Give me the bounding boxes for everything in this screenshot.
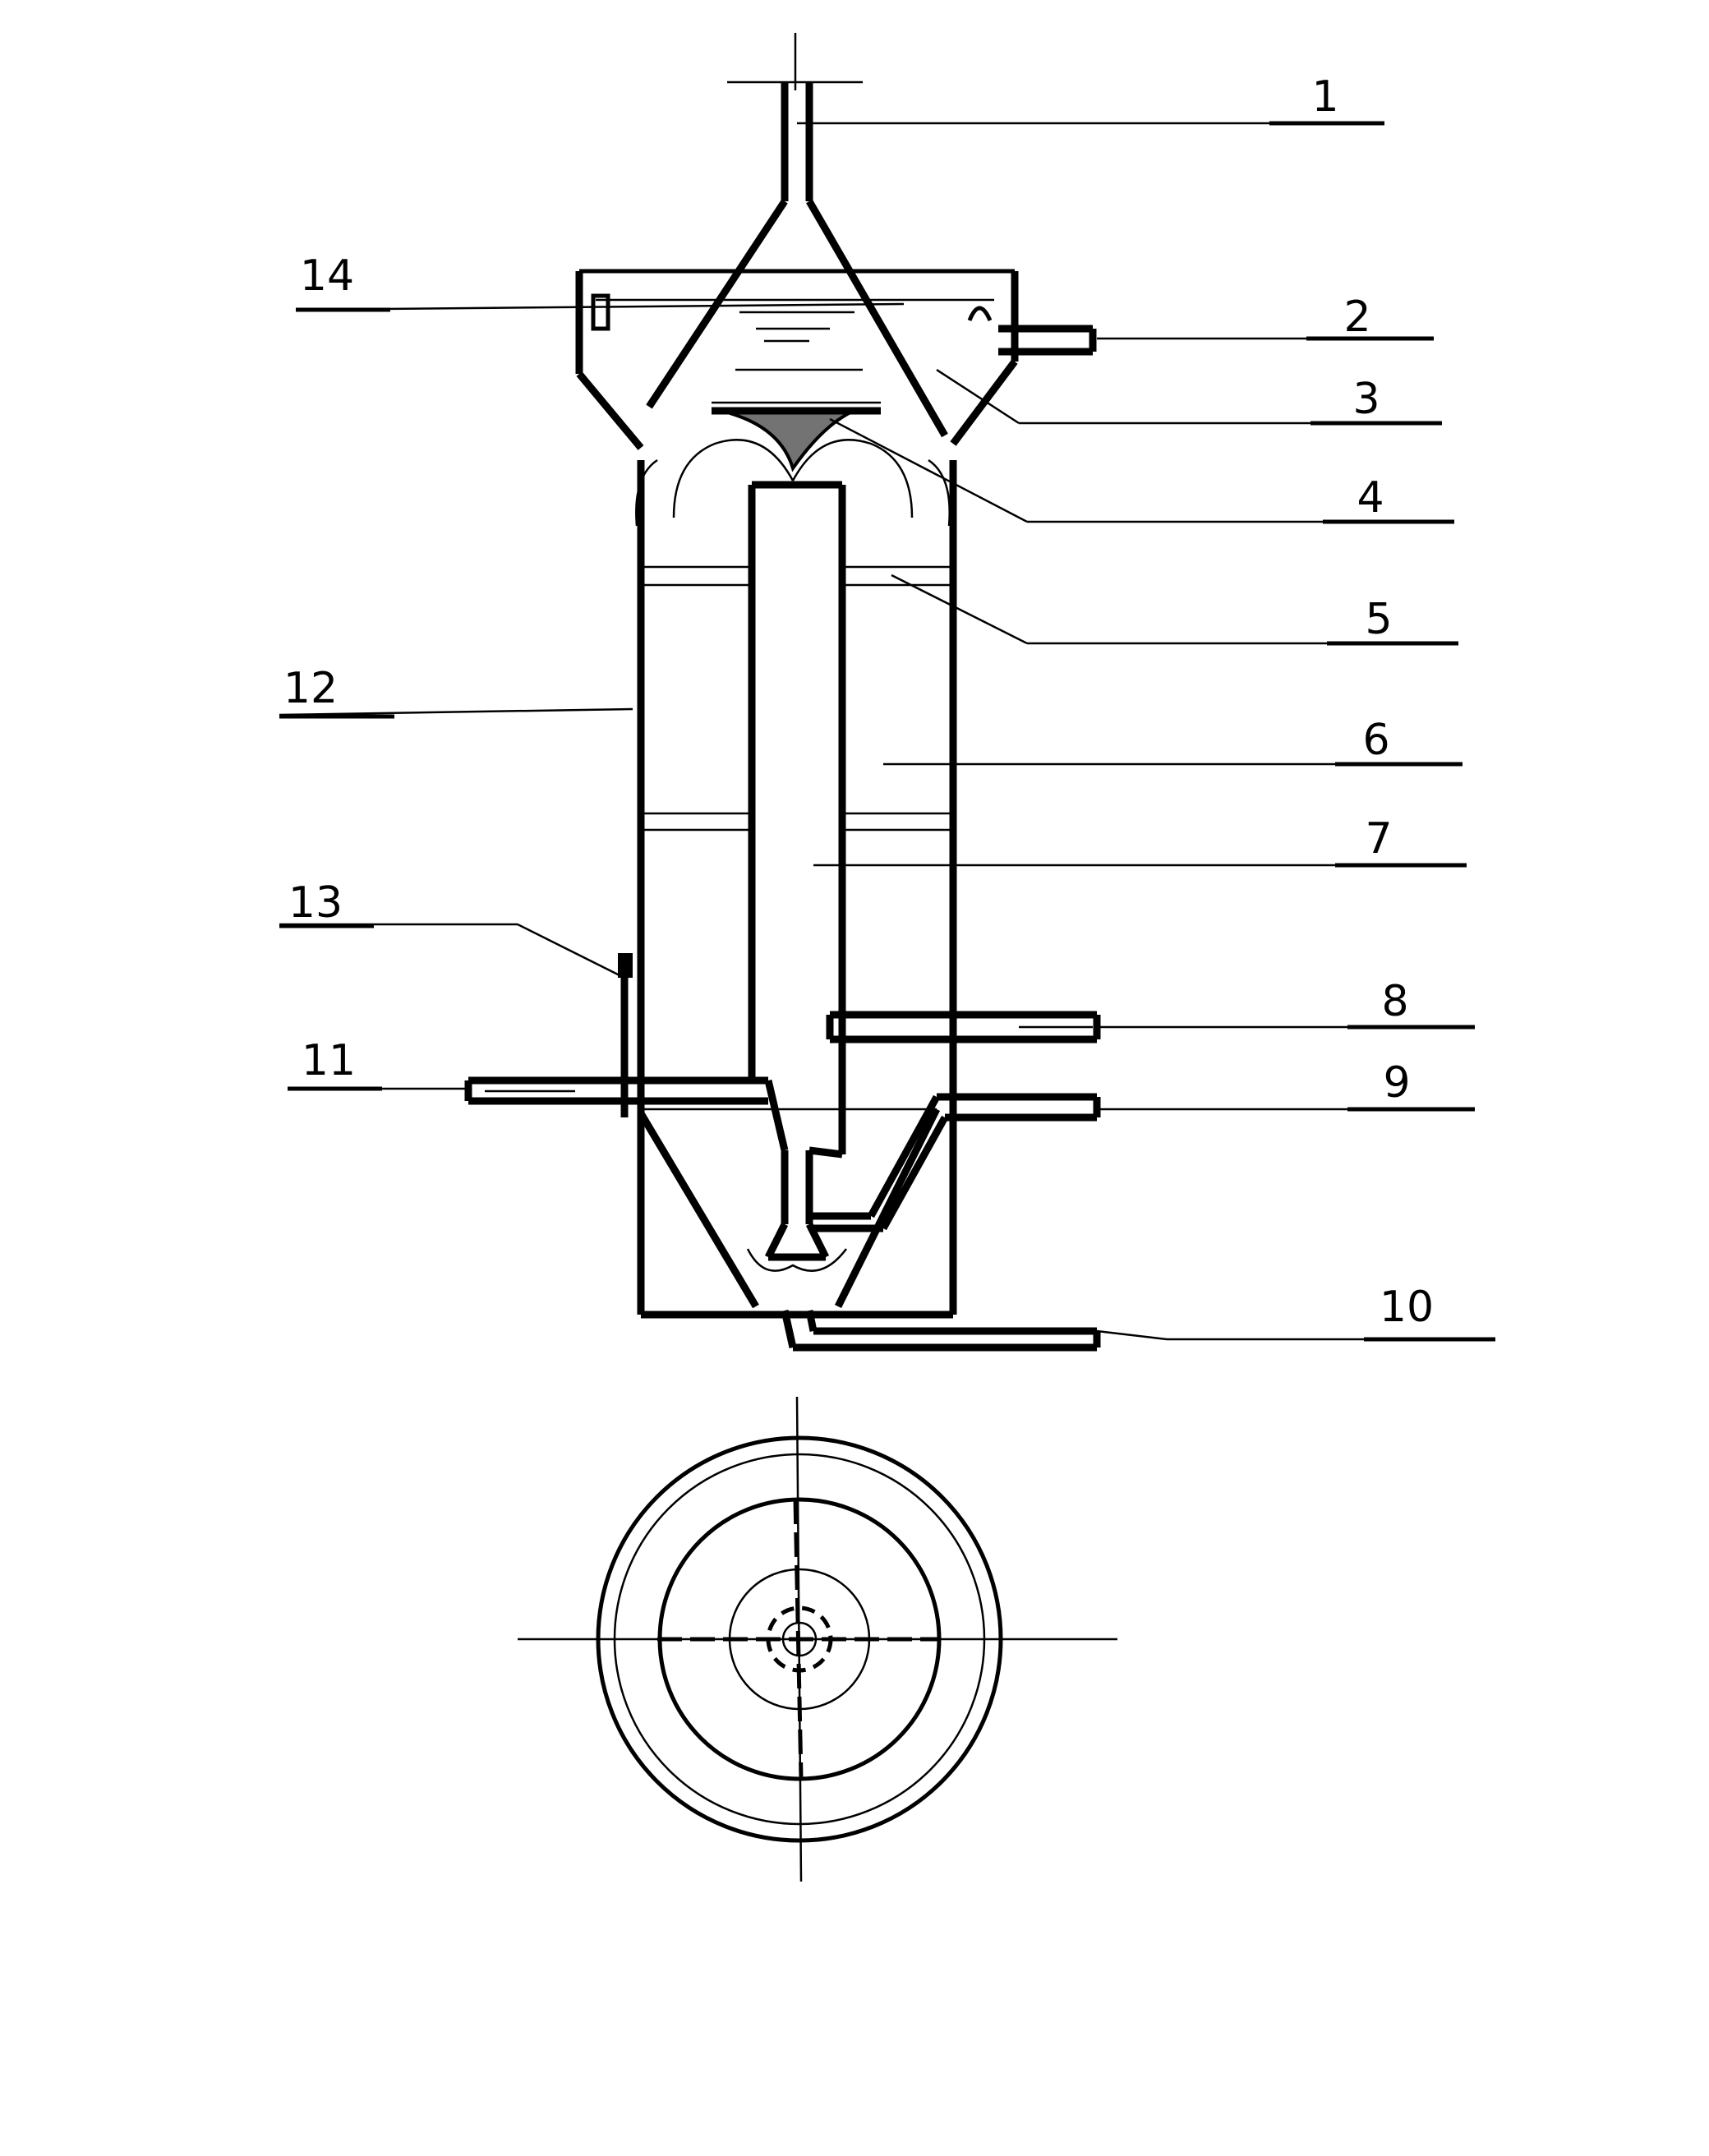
- draft-tube: [748, 481, 846, 1154]
- leader-lines: [279, 121, 1495, 1342]
- plan-outer-ring: [596, 1435, 1003, 1843]
- pipe-9: [809, 1093, 1101, 1232]
- inlet-pipe: [781, 82, 813, 201]
- bottom-cone: [638, 1079, 941, 1309]
- callout-4: 4: [1357, 473, 1384, 523]
- callout-10: 10: [1379, 1283, 1435, 1332]
- settling-cone: [646, 199, 948, 438]
- callout-8: 8: [1381, 977, 1409, 1026]
- pipe-8: [826, 1011, 1101, 1043]
- pipe-11: [464, 1076, 768, 1105]
- callout-3: 3: [1352, 375, 1380, 424]
- support-bands: [641, 565, 953, 832]
- callout-7: 7: [1365, 814, 1393, 864]
- valve-13: [618, 953, 633, 1117]
- callout-11: 11: [301, 1036, 357, 1085]
- pipe-10: [781, 1310, 1101, 1352]
- top-trough: [575, 269, 1097, 450]
- callout-14: 14: [299, 251, 355, 301]
- callout-12: 12: [283, 664, 339, 713]
- callout-6: 6: [1362, 716, 1390, 765]
- callout-9: 9: [1383, 1058, 1411, 1108]
- outer-shell: [637, 460, 957, 1319]
- plan-inner-ring: [613, 1453, 986, 1826]
- plan-view: [518, 1396, 1117, 1882]
- callout-1: 1: [1311, 72, 1339, 122]
- plan-nozzle-core: [781, 1621, 818, 1657]
- callout-2: 2: [1343, 293, 1371, 342]
- baffle-plate: [635, 407, 951, 527]
- callout-5: 5: [1365, 595, 1393, 644]
- elevation-view: [464, 33, 1101, 1352]
- callout-13: 13: [288, 878, 343, 928]
